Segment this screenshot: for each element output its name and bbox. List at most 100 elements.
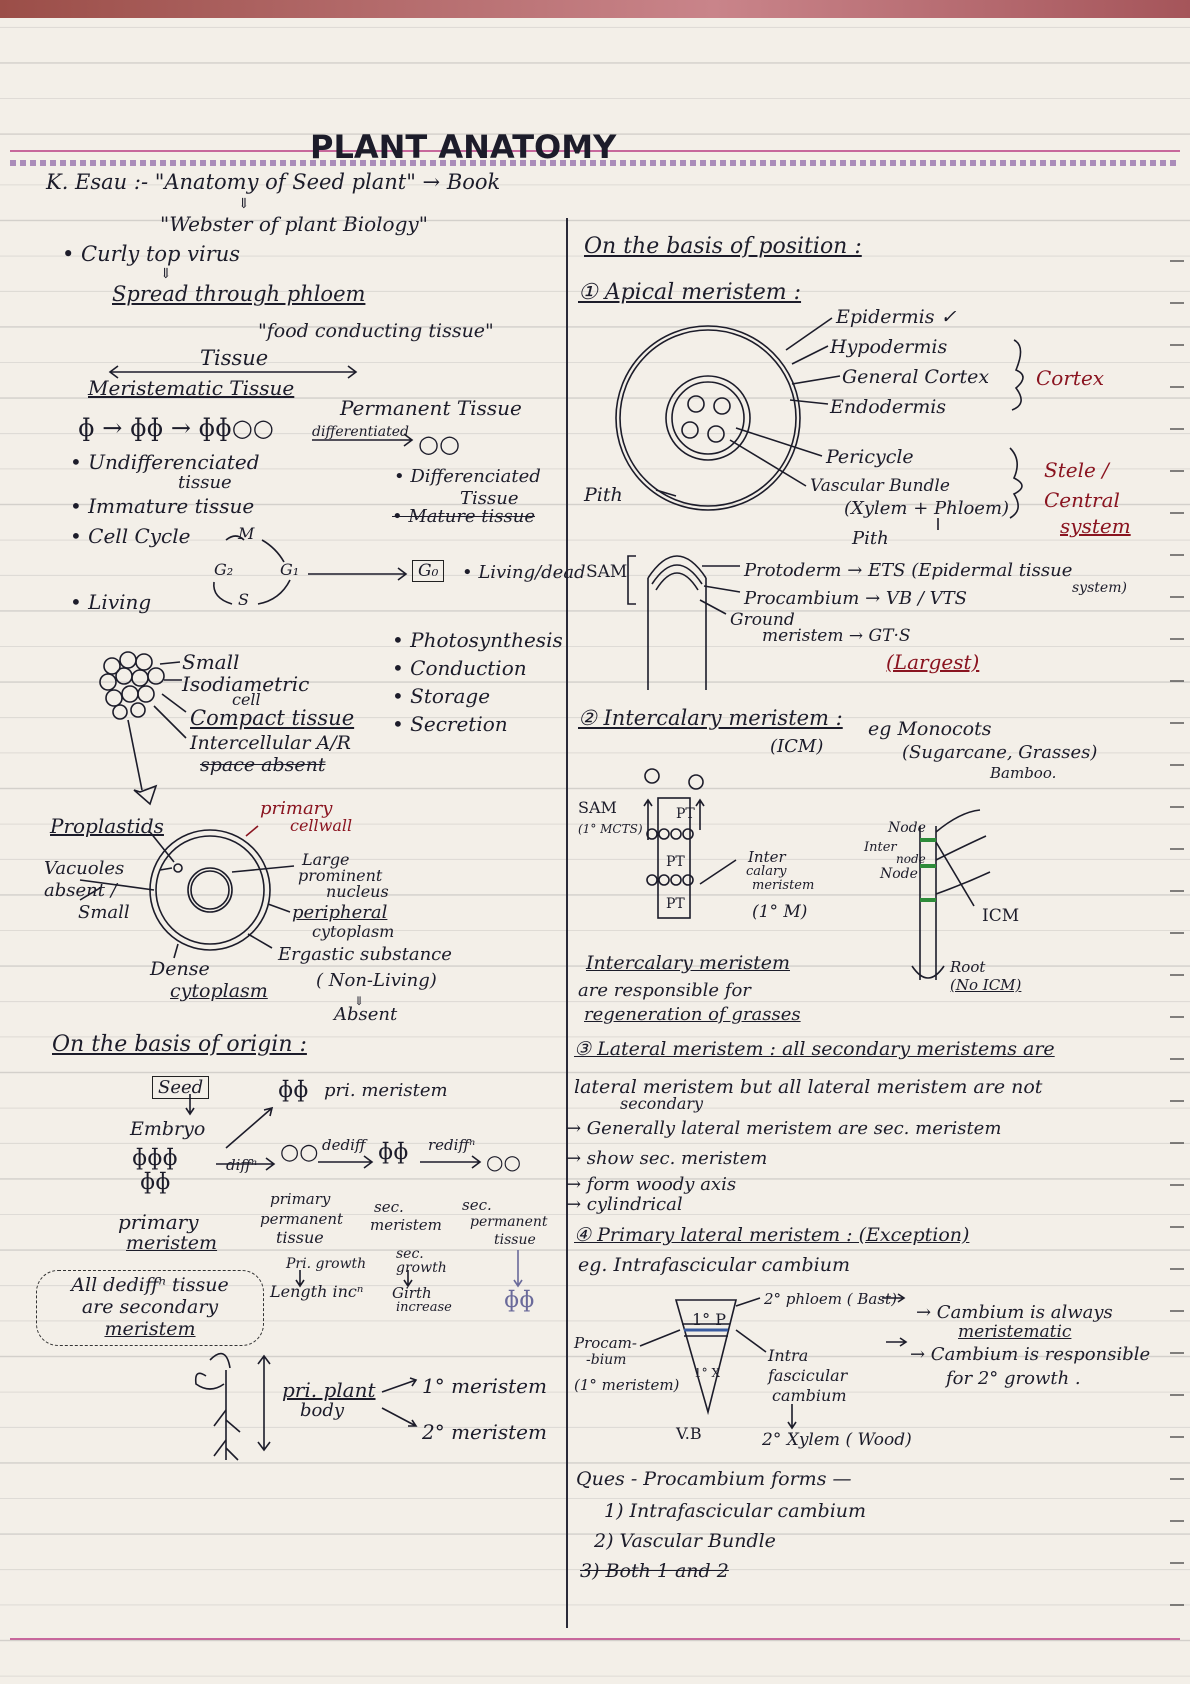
pt-3: PT bbox=[666, 896, 685, 912]
cell-cycle-g2: G₂ bbox=[214, 560, 234, 579]
pt-2: PT bbox=[666, 854, 685, 870]
absent-label: Absent bbox=[334, 1004, 398, 1025]
meristematic-label: Meristematic Tissue bbox=[88, 376, 295, 400]
peripheral-2: cytoplasm bbox=[312, 922, 395, 941]
layer-pericycle: Pericycle bbox=[826, 446, 914, 468]
option-2: 2) Vascular Bundle bbox=[594, 1530, 776, 1552]
header-rule bbox=[10, 150, 1180, 152]
sec-growth-cells: ɸɸ bbox=[504, 1288, 535, 1313]
icm-abbr: (ICM) bbox=[770, 736, 824, 757]
intercalary-diagram bbox=[643, 768, 737, 919]
margin-ticks bbox=[1170, 220, 1184, 1620]
internode-1: Inter bbox=[864, 840, 897, 855]
undifferentiated-label-2: tissue bbox=[178, 472, 232, 493]
sec-growth-4: increase bbox=[396, 1300, 452, 1315]
lateral-bullet-4: → cylindrical bbox=[566, 1194, 683, 1215]
procambium-small-2: -bium bbox=[586, 1352, 627, 1368]
food-line: "food conducting tissue" bbox=[258, 320, 494, 342]
apex-arrows bbox=[699, 565, 741, 615]
sam-label: SAM bbox=[586, 562, 628, 582]
protoderm-line: Protoderm → ETS (Epidermal tissue bbox=[744, 560, 1073, 581]
largest-label: (Largest) bbox=[886, 650, 980, 674]
function-3: • Storage bbox=[392, 684, 491, 708]
living-label: • Living bbox=[70, 590, 152, 614]
primary-lateral-heading: ④ Primary lateral meristem : (Exception) bbox=[574, 1224, 970, 1246]
regen-2: are responsible for bbox=[578, 980, 751, 1001]
regen-3: regeneration of grasses bbox=[584, 1004, 801, 1025]
internode-2: node bbox=[896, 852, 926, 866]
intercalary-heading: ② Intercalary meristem : bbox=[578, 706, 843, 730]
layer-endodermis: Endodermis bbox=[830, 396, 947, 418]
pri-plant-1: pri. plant bbox=[282, 1378, 376, 1402]
sugarcane-grasses: (Sugarcane, Grasses) bbox=[902, 742, 1098, 763]
cell-cycle-g1: G₁ bbox=[280, 560, 300, 579]
layer-epidermis: Epidermis ✓ bbox=[836, 306, 957, 328]
stele-2: Central bbox=[1044, 488, 1120, 512]
bubble-line-1: All dediffⁿ tissue bbox=[71, 1274, 229, 1296]
protoderm-system: system) bbox=[1072, 580, 1127, 596]
peripheral-1: peripheral bbox=[292, 902, 388, 923]
cortex-label: Cortex bbox=[1036, 366, 1105, 390]
node-label-2: Node bbox=[880, 866, 918, 882]
ground-meristem: meristem → GT·S bbox=[762, 626, 911, 646]
height-arrow bbox=[257, 1354, 271, 1452]
apical-heading: ① Apical meristem : bbox=[578, 280, 802, 305]
differentiated-label-2: Tissue bbox=[460, 488, 519, 509]
sam2-label: SAM bbox=[578, 798, 617, 817]
prop-compact: Compact tissue bbox=[190, 706, 355, 730]
intercalary-small-3: meristem bbox=[752, 878, 815, 893]
g0-box: G₀ bbox=[412, 560, 445, 582]
question-line: Ques - Procambium forms — bbox=[576, 1468, 852, 1490]
nucleus-1: Large bbox=[302, 850, 350, 869]
embryo-cells: ɸɸɸ bbox=[132, 1146, 178, 1171]
cells-end: ○○ bbox=[418, 430, 460, 458]
lateral-bullet-2: → show sec. meristem bbox=[566, 1148, 768, 1169]
vascular-bundle bbox=[674, 1299, 738, 1416]
spread-line: Spread through phloem bbox=[112, 282, 366, 306]
pri-meristem-label: pri. meristem bbox=[324, 1080, 448, 1101]
diffn-label: diffⁿ bbox=[226, 1156, 258, 1174]
permanent-label: Permanent Tissue bbox=[340, 396, 522, 420]
function-4: • Secretion bbox=[392, 712, 508, 736]
bundle-arrows bbox=[639, 1297, 767, 1353]
bubble-line-2: are secondary bbox=[81, 1295, 219, 1318]
virus-bullet: • Curly top virus bbox=[62, 242, 241, 266]
pith-bottom: Pith bbox=[852, 528, 889, 549]
lateral-line-2: lateral meristem but all lateral meriste… bbox=[574, 1076, 1043, 1098]
lateral-heading: ③ Lateral meristem : all secondary meris… bbox=[574, 1038, 1055, 1060]
intra-small-1: Intra bbox=[768, 1346, 809, 1365]
seed-box: Seed bbox=[152, 1076, 210, 1099]
sec-permanent-3: tissue bbox=[494, 1232, 536, 1248]
shoot-apex bbox=[627, 555, 707, 690]
stele-3: system bbox=[1060, 514, 1131, 538]
sec-growth-3: Girth bbox=[392, 1284, 432, 1302]
bamboo-label: Bamboo. bbox=[990, 764, 1057, 782]
bamboo-diagram bbox=[911, 809, 991, 980]
nucleus-3: nucleus bbox=[326, 882, 389, 901]
nucleus bbox=[187, 867, 233, 913]
option-1: 1) Intrafascicular cambium bbox=[604, 1500, 867, 1522]
origin-heading: On the basis of origin : bbox=[52, 1032, 307, 1057]
layer-xylem-phloem: (Xylem + Phloem) bbox=[844, 498, 1010, 519]
prop-space-absent: space absent bbox=[200, 754, 326, 776]
pith-left: Pith bbox=[584, 484, 623, 506]
one-m-label: (1° M) bbox=[752, 902, 808, 922]
regen-1: Intercalary meristem bbox=[586, 952, 790, 974]
primary-cellwall-2: cellwall bbox=[290, 816, 353, 835]
to-m2-arrow bbox=[381, 1407, 418, 1427]
cell-arrows bbox=[149, 831, 175, 871]
meristem-2: 2° meristem bbox=[422, 1420, 547, 1444]
rediff-label: rediffⁿ bbox=[428, 1136, 476, 1154]
cambium-note-3: → Cambium is responsible bbox=[910, 1344, 1151, 1365]
vb-label: V.B bbox=[676, 1424, 702, 1443]
nucleus-2: prominent bbox=[298, 866, 383, 885]
sec-meristem-1: sec. bbox=[374, 1198, 404, 1216]
page-title: PLANT ANATOMY bbox=[310, 128, 617, 166]
procambium-small-1: Procam- bbox=[574, 1334, 637, 1352]
intercalary-small-1: Inter bbox=[748, 848, 786, 866]
lateral-bullet-1: → Generally lateral meristem are sec. me… bbox=[566, 1118, 1002, 1139]
perm-cells: ○○ bbox=[280, 1140, 319, 1165]
seedling-drawing bbox=[194, 1352, 241, 1461]
